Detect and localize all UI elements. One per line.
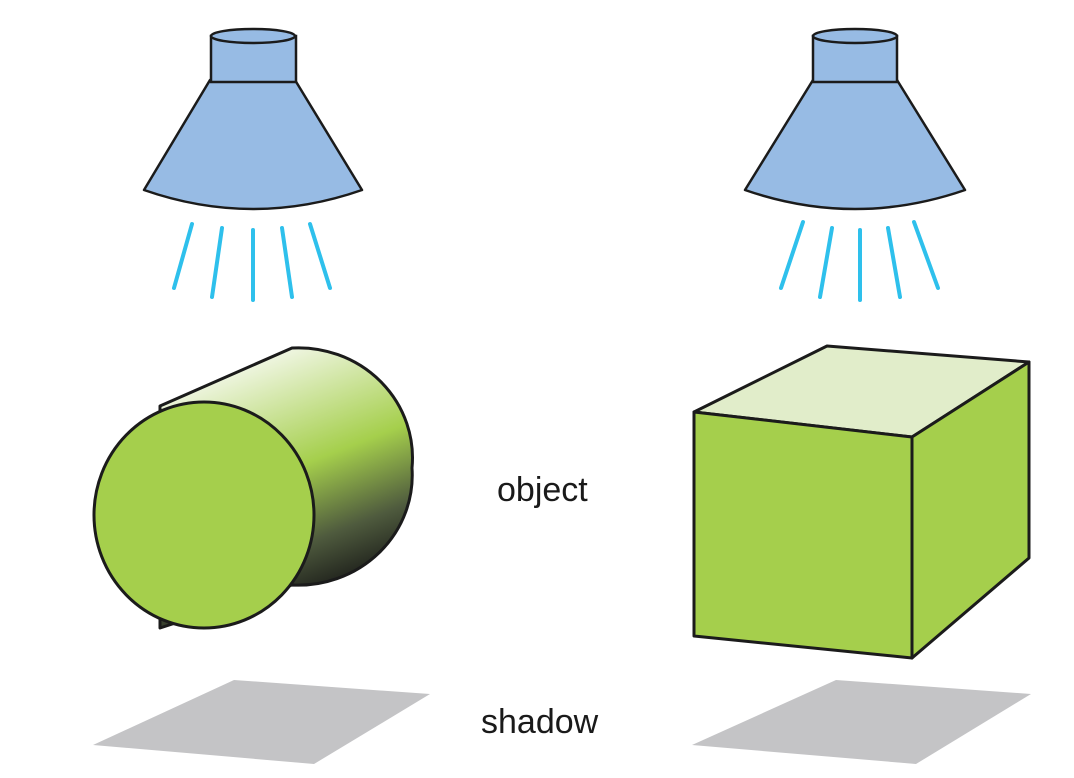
right-lamp-shade [743,78,967,211]
left-shadow [93,680,430,764]
light-ray [172,222,194,290]
right-lamp-icon [743,27,967,211]
cylinder-object [92,346,414,630]
cylinder-face [92,400,316,630]
light-ray [210,226,224,299]
cube-front-face [692,410,914,660]
left-light-rays [172,222,332,302]
right-light-rays [779,220,940,302]
light-ray [912,220,940,290]
left-lamp-shade [142,78,364,211]
left-lamp-top [209,27,297,45]
light-ray [280,226,294,299]
cube-object [692,344,1031,660]
left-lamp-icon [142,27,364,211]
light-ray [779,220,805,290]
right-lamp-top [811,27,899,45]
object-label: object [497,471,588,509]
light-ray [886,226,902,299]
light-ray [308,222,332,290]
right-shadow [692,680,1031,764]
light-ray [818,226,834,299]
shadow-label: shadow [481,703,599,741]
